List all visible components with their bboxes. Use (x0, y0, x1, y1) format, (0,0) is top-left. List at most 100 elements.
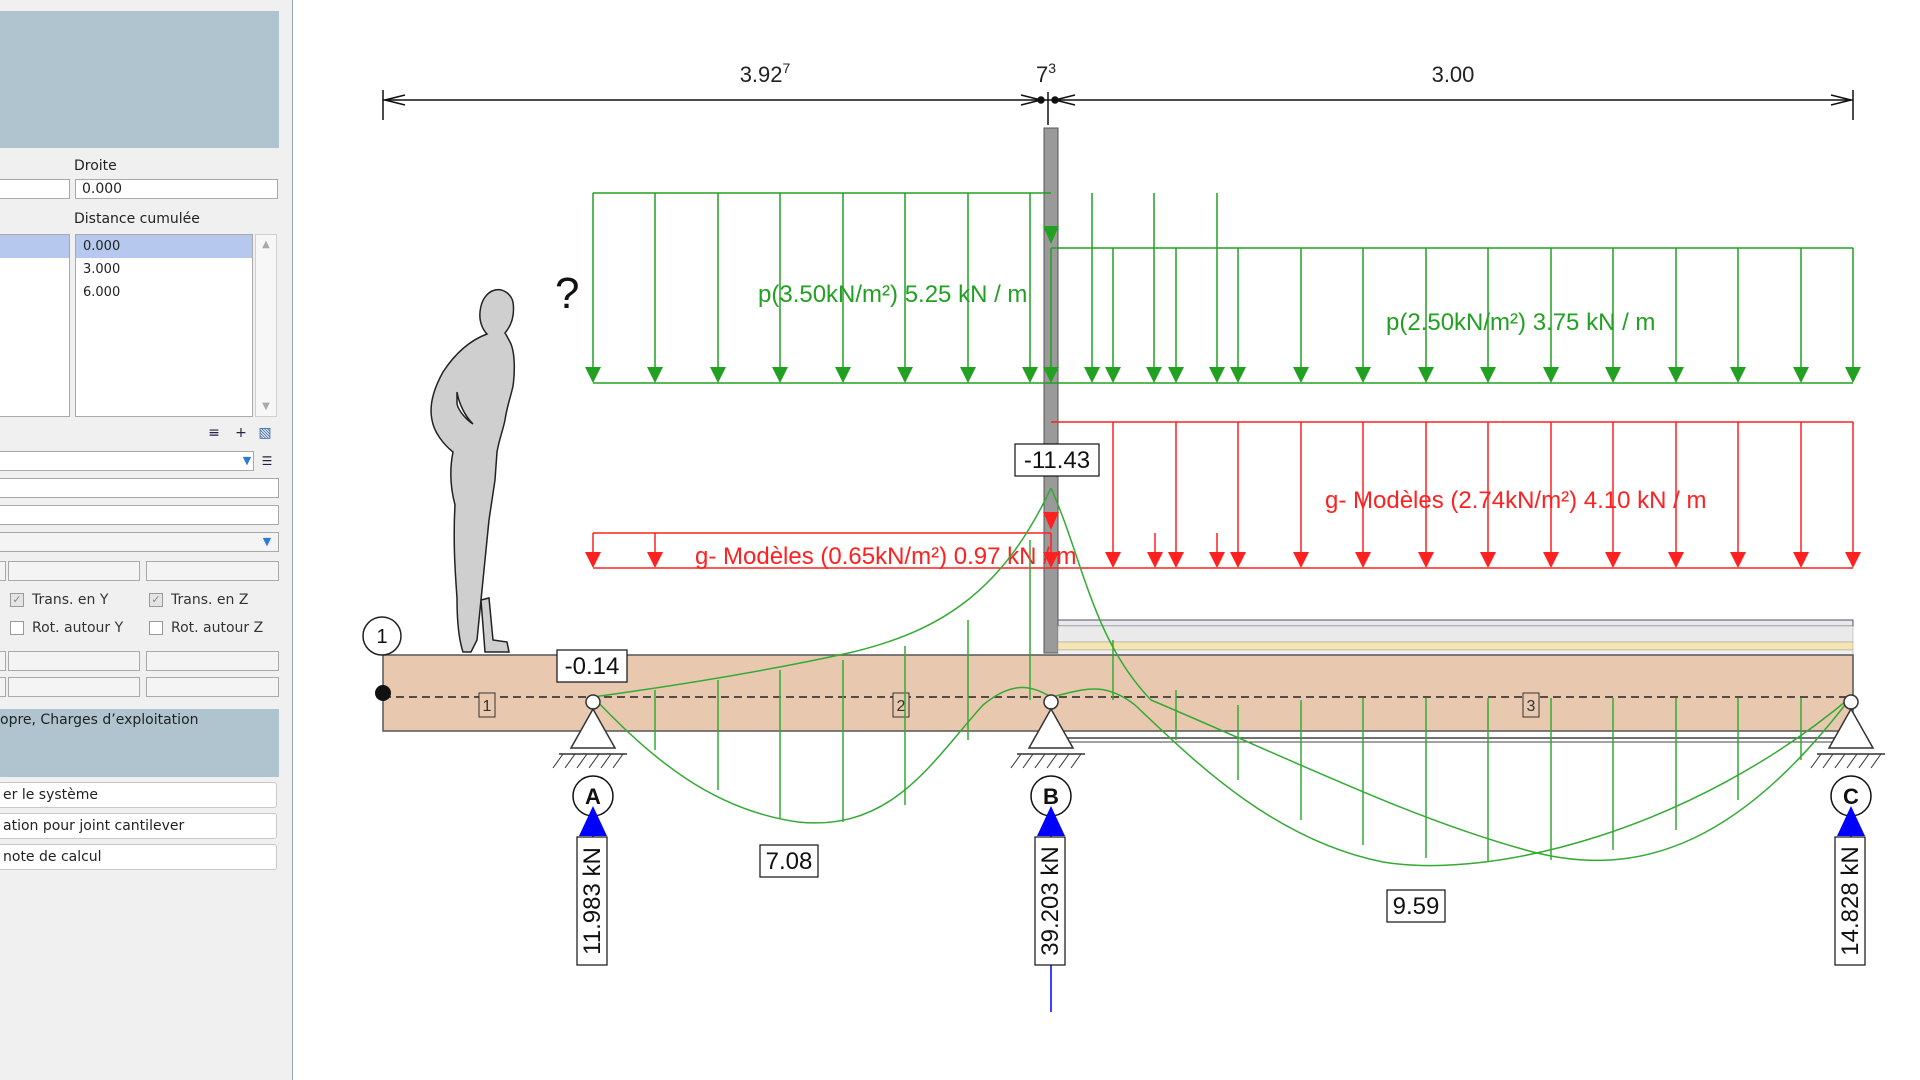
small-field-h[interactable] (8, 677, 140, 697)
support-triangle (1827, 707, 1875, 749)
live-load-arrow (835, 193, 851, 383)
live-load-arrow (1793, 248, 1809, 383)
text-field-2[interactable] (0, 478, 279, 498)
dead-load-left[interactable] (585, 532, 1225, 569)
dropdown-arrow-icon[interactable]: ▼ (262, 535, 272, 548)
dead-load-right[interactable] (1043, 421, 1861, 569)
node-list-row[interactable] (0, 235, 69, 258)
svg-text:2: 2 (897, 698, 906, 715)
rot-y-checkbox[interactable]: Rot. autour Y (10, 620, 123, 636)
node-label-circle[interactable] (362, 616, 402, 656)
reaction-value: 14.828 kN (1837, 846, 1864, 955)
live-load-left[interactable] (585, 192, 1225, 384)
combo-field-4[interactable] (0, 532, 279, 552)
text-field-3[interactable] (0, 505, 279, 525)
support-c[interactable]: C 14.828 kN (1810, 694, 1885, 966)
distance-list-item[interactable]: 3.000 (83, 262, 121, 277)
span-label-1[interactable]: 1 (478, 692, 496, 718)
reaction-label: 39.203 kN (1034, 836, 1066, 966)
droite-field[interactable]: 0.000 (75, 179, 278, 199)
small-field-a[interactable] (0, 561, 6, 581)
support-hinge (1843, 694, 1859, 710)
rot-z-checkbox[interactable]: Rot. autour Z (149, 620, 263, 636)
reaction-label: 14.828 kN (1834, 836, 1866, 966)
distance-list-scrollbar[interactable]: ▲ ▼ (255, 234, 277, 417)
dropdown-arrow-icon[interactable]: ▼ (242, 454, 252, 467)
scroll-up-icon[interactable]: ▲ (262, 239, 270, 250)
support-hatch (1070, 753, 1082, 769)
checkbox-icon[interactable] (149, 621, 163, 635)
dead-load-arrow (585, 533, 601, 568)
dead-load-arrow (1043, 533, 1059, 568)
system-button[interactable]: er le système (0, 782, 277, 808)
reaction-value: 39.203 kN (1037, 846, 1064, 955)
checkbox-icon[interactable]: ✓ (10, 593, 24, 607)
moment-span-1-label[interactable]: 7.08 (759, 844, 819, 878)
beam-end-node[interactable] (375, 685, 391, 701)
moment-diagram[interactable] (592, 487, 1852, 867)
live-load-arrow (1293, 248, 1309, 383)
small-field-c[interactable] (146, 561, 279, 581)
beam-diagram[interactable]: 3.927 73 3.00 p(3.50kN/m²) 5.25 kN / m p… (293, 0, 1920, 1080)
dead-load-arrow (1793, 422, 1809, 568)
span-label-3[interactable]: 3 (1522, 692, 1540, 718)
distance-list-item[interactable]: 6.000 (83, 285, 121, 300)
node-list[interactable] (0, 234, 70, 417)
dead-load-arrow (1418, 422, 1434, 568)
trans-z-label: Trans. en Z (171, 592, 249, 608)
small-field-g[interactable] (0, 677, 6, 697)
support-letter: B (1043, 784, 1059, 809)
live-load-arrow (585, 193, 601, 383)
live-load-arrow (1730, 248, 1746, 383)
beam[interactable] (382, 654, 1854, 732)
support-hatch (1822, 753, 1834, 769)
small-field-f[interactable] (146, 651, 279, 671)
split-icon[interactable]: ≡ (208, 425, 220, 441)
checkbox-icon[interactable]: ✓ (149, 593, 163, 607)
support-hatch (1010, 753, 1022, 769)
support-letter: C (1843, 784, 1859, 809)
reaction-arrow-head (1837, 806, 1865, 836)
reaction-arrow-head (1037, 806, 1065, 836)
wall-element[interactable] (1043, 127, 1059, 654)
live-load-arrow (1480, 248, 1496, 383)
dead-load-arrow (1480, 422, 1496, 568)
small-field-d[interactable] (0, 651, 6, 671)
trans-y-checkbox[interactable]: ✓Trans. en Y (10, 592, 108, 608)
small-field-b[interactable] (8, 561, 140, 581)
moment-span-2-label[interactable]: 9.59 (1386, 889, 1446, 923)
moment-support-b-label[interactable]: -11.43 (1014, 443, 1100, 477)
support-hatch (612, 753, 624, 769)
cantilever-button[interactable]: ation pour joint cantilever (0, 813, 277, 839)
checkbox-icon[interactable] (10, 621, 24, 635)
distance-list[interactable]: 0.000 3.000 6.000 (75, 234, 253, 417)
span-label-2[interactable]: 2 (892, 692, 910, 718)
question-mark: ? (555, 269, 579, 318)
drawing-canvas[interactable]: 3.927 73 3.00 p(3.50kN/m²) 5.25 kN / m p… (293, 0, 1920, 1080)
live-load-right-label: p(2.50kN/m²) 3.75 kN / m (1386, 309, 1655, 336)
trans-z-checkbox[interactable]: ✓ Trans. en Z (149, 592, 248, 608)
add-icon[interactable]: + (235, 425, 247, 441)
support-hatch (1046, 753, 1058, 769)
live-load-arrow (897, 193, 913, 383)
scroll-down-icon[interactable]: ▼ (262, 401, 270, 412)
small-field-i[interactable] (146, 677, 279, 697)
distance-list-item[interactable]: 0.000 (76, 235, 252, 258)
distance-cumulee-label: Distance cumulée (74, 211, 200, 227)
support-hatch (1870, 753, 1882, 769)
left-value-field[interactable] (0, 179, 70, 199)
moment-near-a-label[interactable]: -0.14 (556, 649, 628, 683)
person-silhouette-icon (430, 288, 516, 653)
trash-icon[interactable]: ▧ (258, 425, 272, 441)
support-hatch (1810, 753, 1822, 769)
dead-load-arrow (1355, 422, 1371, 568)
svg-text:3: 3 (1527, 698, 1536, 715)
support-b[interactable]: B 39.203 kN (1010, 694, 1085, 1012)
calc-note-button[interactable]: note de calcul (0, 844, 277, 870)
live-load-right[interactable] (1043, 247, 1861, 384)
tree-icon[interactable]: ☰ (261, 454, 273, 468)
small-field-e[interactable] (8, 651, 140, 671)
dead-load-left-label: g- Modèles (0.65kN/m²) 0.97 kN / m (695, 543, 1076, 570)
support-a[interactable]: A11.983 kN (552, 694, 627, 966)
combo-field-1[interactable] (0, 451, 254, 471)
